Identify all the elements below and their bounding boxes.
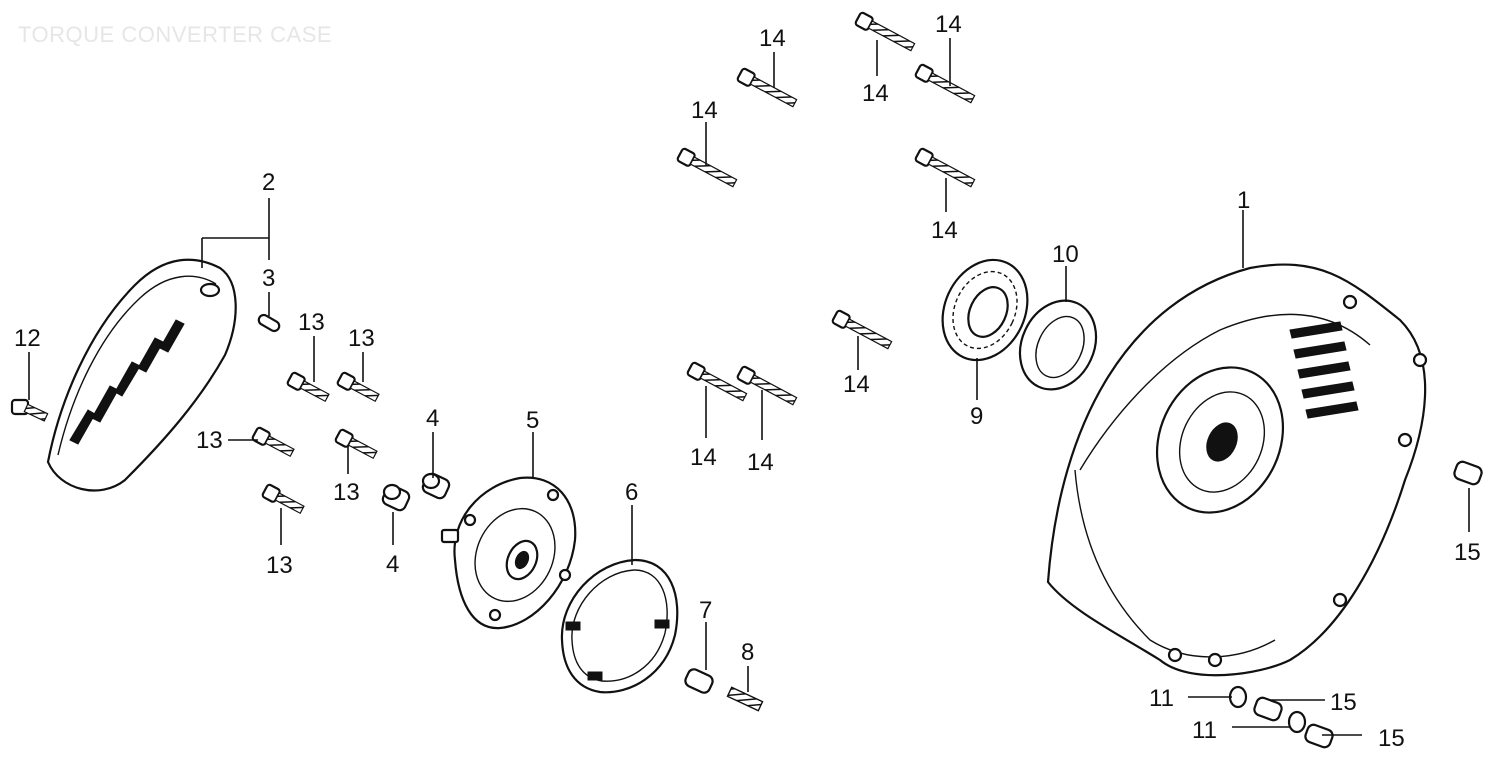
gasket-part-6: [560, 558, 679, 694]
callout-11-upper: 11: [1149, 685, 1174, 712]
callout-4-upper: 4: [426, 405, 439, 432]
bolts-part-14: [676, 11, 976, 406]
callout-13-b: 13: [348, 325, 375, 352]
bolt-part-12: [10, 398, 49, 422]
pump-part-5: [440, 476, 577, 630]
callout-13-a: 13: [298, 309, 325, 336]
callout-12: 12: [14, 325, 41, 352]
callout-14-c: 14: [935, 11, 962, 38]
callout-3: 3: [262, 265, 275, 292]
callout-7: 7: [699, 597, 712, 624]
callout-1: 1: [1237, 187, 1250, 214]
dowel-part-7: [684, 668, 714, 694]
callout-15-c: 15: [1378, 725, 1405, 752]
callout-6: 6: [625, 479, 638, 506]
diagram-title: TORQUE CONVERTER CASE: [18, 22, 333, 47]
callout-9: 9: [970, 403, 983, 430]
cover-part-2: [46, 258, 237, 492]
callout-labels: 1 2 3 4 4 5 6 7 8 9 10 11 11 12 13 13 13…: [14, 11, 1481, 752]
callout-14-a: 14: [759, 25, 786, 52]
callout-4-lower: 4: [386, 551, 399, 578]
callout-14-d: 14: [691, 97, 718, 124]
stud-part-8: [726, 686, 764, 712]
pin-part-3: [257, 313, 281, 333]
callout-15-a: 15: [1454, 539, 1481, 566]
dowels-part-4: [381, 472, 451, 512]
callout-8: 8: [741, 639, 754, 666]
callout-2: 2: [262, 169, 275, 196]
callout-14-b: 14: [862, 80, 889, 107]
case-part-1: [1046, 263, 1428, 677]
dowels-part-15: [1253, 460, 1483, 749]
bolts-part-13: [251, 371, 380, 515]
seal-part-10: [1018, 299, 1098, 391]
callout-10: 10: [1052, 241, 1079, 268]
callout-14-h: 14: [747, 449, 774, 476]
callout-5: 5: [526, 407, 539, 434]
callout-14-f: 14: [843, 371, 870, 398]
leader-lines: [28, 38, 1470, 736]
callout-15-b: 15: [1330, 689, 1357, 716]
bearing-part-9: [941, 258, 1029, 362]
callout-14-g: 14: [690, 444, 717, 471]
callout-13-c: 13: [196, 427, 223, 454]
callout-13-e: 13: [266, 552, 293, 579]
callout-11-lower: 11: [1192, 717, 1217, 744]
callout-13-d: 13: [333, 479, 360, 506]
callout-14-e: 14: [931, 217, 958, 244]
o-rings-part-11: [1228, 685, 1307, 734]
